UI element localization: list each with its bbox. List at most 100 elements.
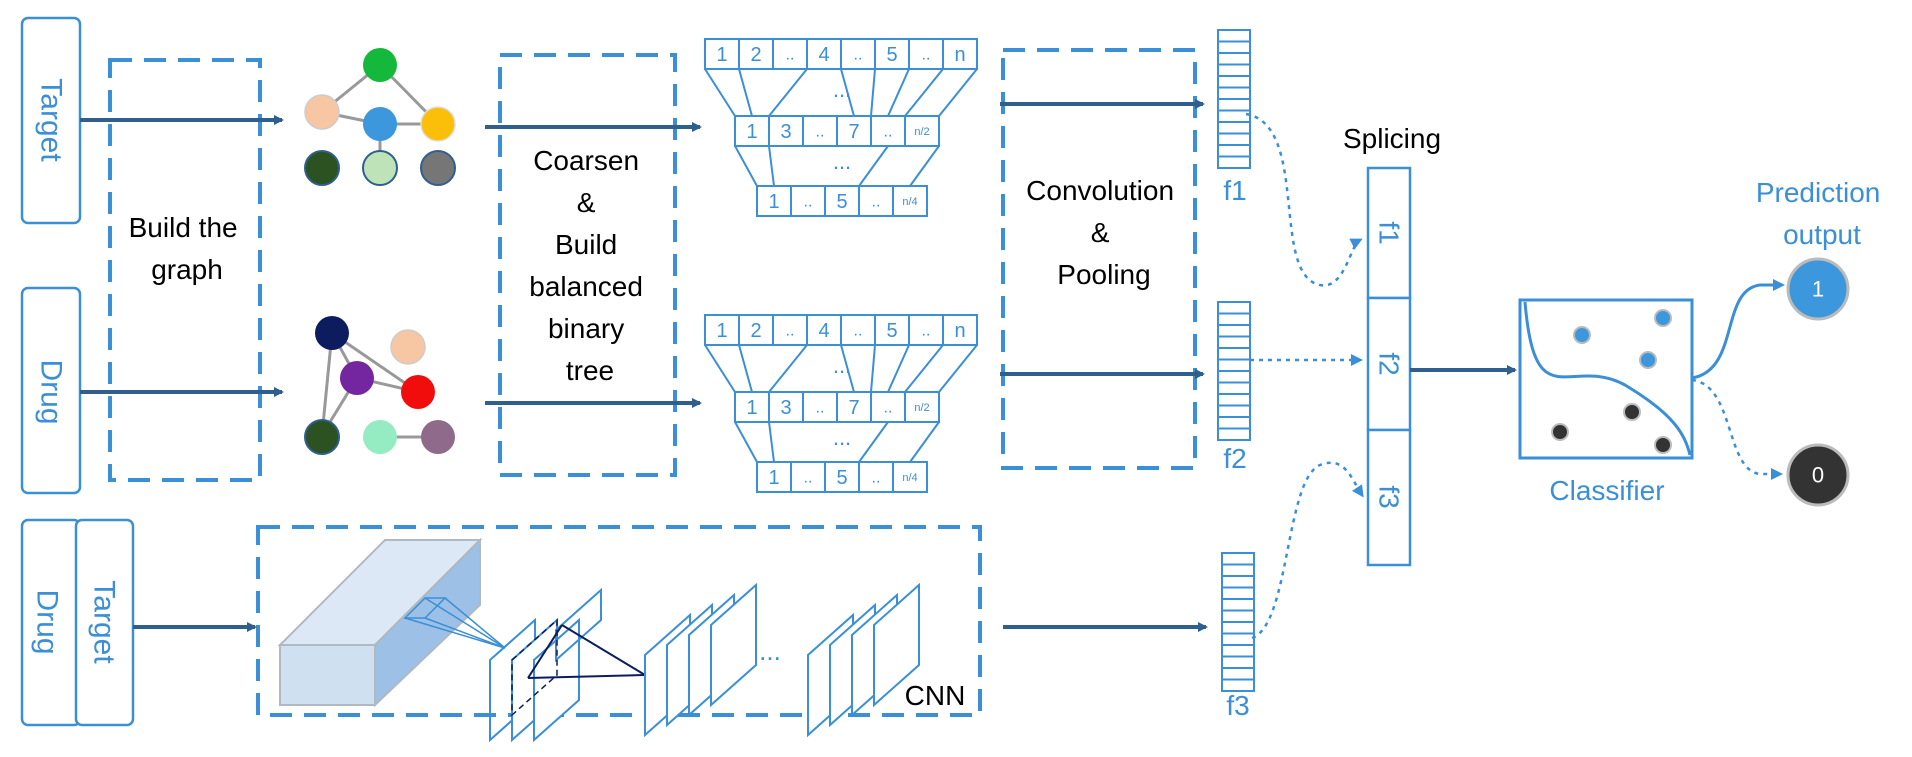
tree-cell bbox=[836, 115, 872, 147]
graph-node bbox=[304, 150, 340, 186]
tree-cell-label: 1 bbox=[746, 121, 757, 143]
tree-cell bbox=[824, 185, 860, 217]
output-positive: 1 bbox=[1786, 257, 1850, 321]
tree-cell bbox=[904, 391, 940, 423]
tree-cell-label: .. bbox=[854, 47, 863, 64]
tree-cell-label: .. bbox=[922, 323, 931, 340]
splicing-cell-f2: f2 bbox=[1374, 352, 1405, 375]
vector-cell bbox=[1217, 301, 1251, 315]
tree-cell bbox=[790, 185, 826, 217]
vector-cell bbox=[1221, 575, 1255, 589]
vector-cell bbox=[1221, 655, 1255, 669]
output-negative-label: 0 bbox=[1812, 463, 1824, 488]
tree-ellipsis: ... bbox=[833, 149, 851, 174]
graph-node bbox=[420, 106, 456, 142]
tree-cell-label: n/2 bbox=[914, 126, 929, 138]
tree-edge bbox=[840, 344, 855, 393]
graph-node bbox=[340, 361, 374, 395]
input-target-top-label: Target bbox=[35, 78, 68, 162]
vector-cell bbox=[1217, 427, 1251, 441]
tree-cell-label: .. bbox=[872, 470, 881, 487]
tree-cell bbox=[892, 185, 928, 217]
coarsen-line5: binary bbox=[548, 313, 624, 344]
tree-cell-label: .. bbox=[816, 400, 825, 417]
tree-cell-label: .. bbox=[922, 47, 931, 64]
coarsen-line3: Build bbox=[555, 229, 617, 260]
tree-cell bbox=[942, 314, 978, 346]
tree-edge bbox=[738, 344, 753, 393]
convolution-line2: & bbox=[1091, 217, 1110, 248]
vector-cell bbox=[1221, 644, 1255, 658]
vector-cell bbox=[1217, 144, 1251, 158]
feature-vector-f3 bbox=[1221, 552, 1255, 692]
tree-cell bbox=[738, 314, 774, 346]
tree-cell-label: 5 bbox=[886, 320, 897, 342]
tree-cell bbox=[870, 391, 906, 423]
vector-cell bbox=[1221, 678, 1255, 692]
tree-edge bbox=[887, 344, 910, 393]
coarsen-line6: tree bbox=[566, 355, 614, 386]
tree-cell bbox=[908, 38, 944, 70]
vector-cell bbox=[1221, 632, 1255, 646]
vector-cell bbox=[1217, 86, 1251, 100]
graph-node bbox=[363, 48, 397, 82]
graph-node bbox=[401, 375, 435, 409]
tree-cell-label: 1 bbox=[746, 397, 757, 419]
tree-ellipsis: ... bbox=[833, 425, 851, 450]
tree-cell-label: 3 bbox=[780, 397, 791, 419]
build-graph-label: Build the graph bbox=[129, 212, 246, 285]
output-positive-label: 1 bbox=[1812, 277, 1824, 302]
vector-cell bbox=[1221, 563, 1255, 577]
tree-cell-label: 5 bbox=[836, 467, 847, 489]
vector-cell bbox=[1221, 621, 1255, 635]
tree-edge bbox=[887, 68, 910, 117]
input-drug-mid: Drug bbox=[20, 286, 82, 495]
vector-cell bbox=[1217, 404, 1251, 418]
tree-cell-label: 4 bbox=[818, 320, 829, 342]
tree-cell bbox=[802, 391, 838, 423]
output-negative: 0 bbox=[1786, 443, 1850, 507]
classifier-point bbox=[1654, 436, 1672, 454]
tree-cell-label: n/4 bbox=[902, 196, 917, 208]
classifier-point bbox=[1639, 351, 1657, 369]
tree-cell bbox=[790, 461, 826, 493]
cnn-feature-maps-2 bbox=[644, 582, 757, 738]
splicing-cell-f3: f3 bbox=[1374, 485, 1405, 508]
classifier-point bbox=[1654, 309, 1672, 327]
tree-edge bbox=[904, 68, 944, 117]
vector-cell bbox=[1217, 40, 1251, 54]
vector-cell bbox=[1217, 132, 1251, 146]
classifier-point bbox=[1573, 326, 1591, 344]
tree-cell bbox=[824, 461, 860, 493]
f2-label: f2 bbox=[1223, 443, 1246, 474]
input-drug-mid-label: Drug bbox=[35, 359, 68, 424]
vector-cell bbox=[1217, 347, 1251, 361]
vector-cell bbox=[1217, 381, 1251, 395]
tree-edge bbox=[938, 68, 978, 117]
tree-edge bbox=[704, 344, 736, 393]
graph-node bbox=[363, 107, 397, 141]
tree-cell bbox=[734, 115, 770, 147]
coarsen-line4: balanced bbox=[529, 271, 643, 302]
vector-cell bbox=[1221, 667, 1255, 681]
arrow-to-negative bbox=[1691, 378, 1783, 480]
graph-node bbox=[315, 316, 349, 350]
tree-ellipsis: ... bbox=[833, 77, 851, 102]
vector-cell bbox=[1217, 324, 1251, 338]
tree-cell bbox=[874, 38, 910, 70]
tree-cell-label: .. bbox=[804, 470, 813, 487]
tree-cell-label: n bbox=[954, 44, 965, 66]
prediction-title-line1: Prediction bbox=[1756, 177, 1881, 208]
classifier-point bbox=[1623, 403, 1641, 421]
tree-cell-label: 1 bbox=[768, 467, 779, 489]
splicing-title: Splicing bbox=[1343, 123, 1441, 154]
tree-cell-label: .. bbox=[786, 47, 795, 64]
vector-cell bbox=[1217, 63, 1251, 77]
input-drug-bottom-label: Drug bbox=[31, 589, 64, 654]
tree-cell-label: .. bbox=[884, 400, 893, 417]
tree-cell bbox=[802, 115, 838, 147]
